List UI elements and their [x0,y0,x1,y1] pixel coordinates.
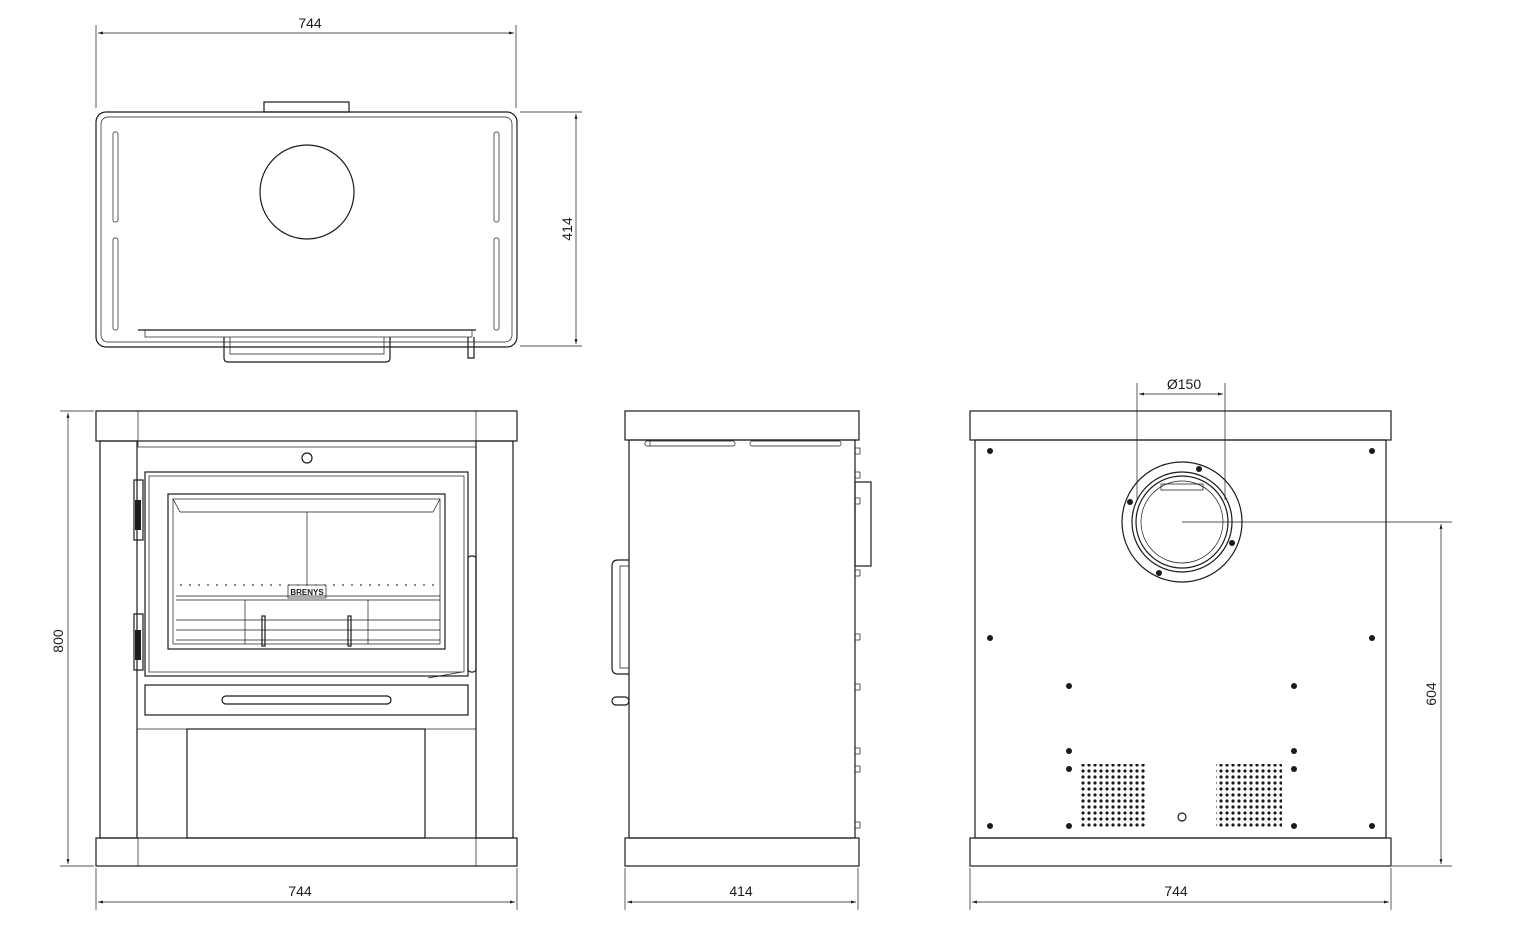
top-flue-collar [263,101,350,113]
top-width-dimension: 744 [95,15,517,108]
side-view: 414 [611,410,872,910]
front-width-dimension: 744 [95,868,518,910]
back-view: Ø150 604 744 [969,376,1452,910]
ash-drawer-handle [221,695,392,705]
top-outline [95,111,518,348]
side-door-handle [611,559,629,675]
front-width-label: 744 [288,883,312,899]
back-flue-spigot [1121,461,1243,583]
door-hinge-bottom [133,613,144,671]
top-view: 744 414 [95,15,582,363]
front-base-plate [95,837,518,867]
front-top-plate [95,410,518,442]
top-flue-outlet [259,144,355,240]
ash-drawer [144,684,469,716]
back-width-label: 744 [1164,883,1188,899]
flue-height-label: 604 [1423,682,1439,706]
back-panel [974,439,1387,839]
side-depth-dimension: 414 [624,868,859,910]
door-glass [167,493,446,650]
top-handle [223,337,391,363]
log-store [186,728,426,839]
flue-height-dimension: 604 [1182,521,1452,867]
top-width-label: 744 [298,15,322,31]
front-height-label: 800 [50,629,66,653]
back-vent-left [1080,764,1146,828]
top-depth-dimension: 414 [520,111,582,347]
side-flue-collar [854,481,872,567]
brand-logo: BRENYS [290,588,324,597]
door-handle [467,555,477,673]
front-view: 800 744 BRENYS [50,410,518,910]
back-vent-right [1216,764,1282,828]
side-body [628,439,856,839]
side-base-plate [624,837,860,867]
back-top-plate [969,410,1392,441]
brand-plate [287,584,327,599]
firebox-door [144,471,469,677]
front-height-dimension: 800 [50,410,94,867]
flue-diameter-label: Ø150 [1167,376,1201,392]
air-control-knob [301,452,313,464]
side-depth-label: 414 [729,883,753,899]
top-depth-label: 414 [559,217,575,241]
back-base-plate [969,837,1392,867]
door-hinge-top [133,479,144,541]
back-width-dimension: 744 [969,868,1392,910]
side-top-plate [624,410,860,441]
